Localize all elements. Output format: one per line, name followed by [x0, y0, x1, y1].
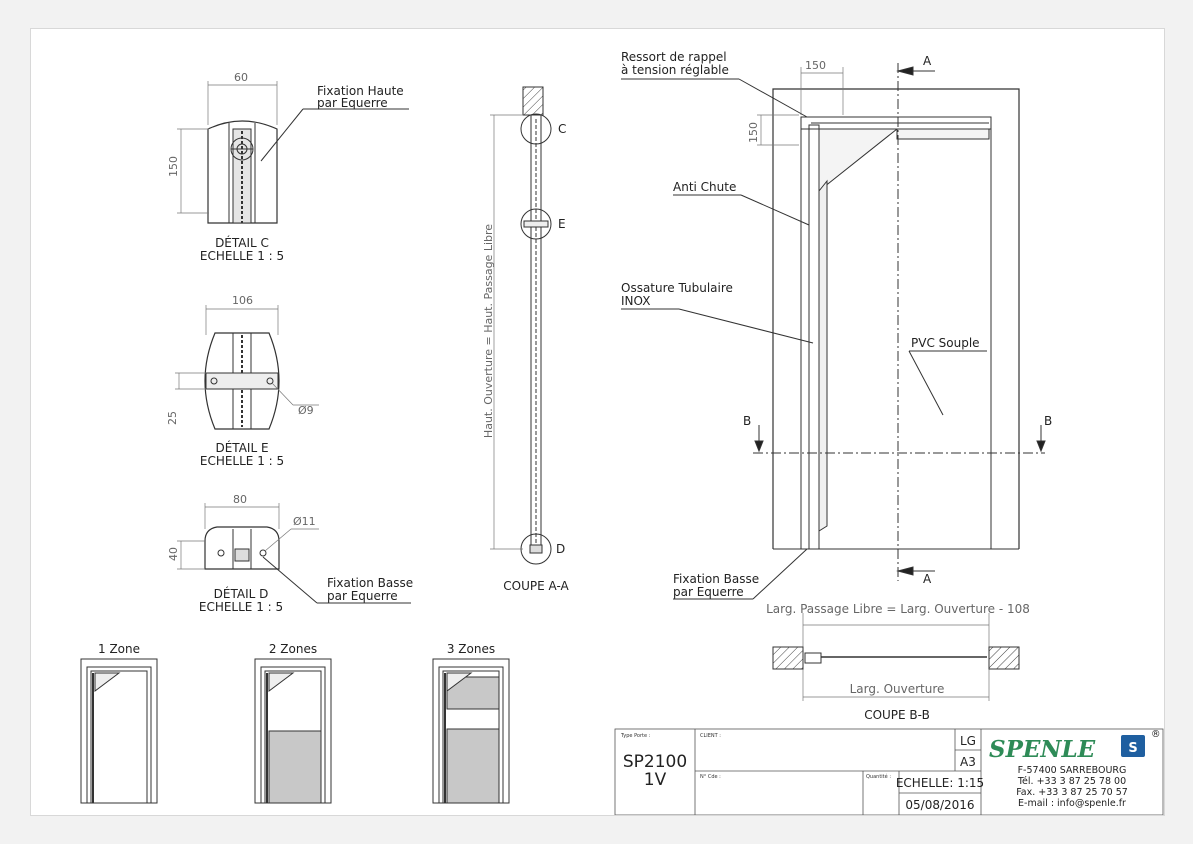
zone-variants — [80, 658, 510, 804]
title-block — [614, 728, 1164, 815]
type-label: Type Porte : — [620, 733, 651, 739]
product-type-line1: SP2100 — [623, 752, 687, 772]
order-label: N° Cde : — [700, 774, 721, 780]
section-mark-a-bottom: A — [923, 572, 932, 586]
zone-2-label: 2 Zones — [269, 642, 317, 656]
detail-d-callout-2: par Equerre — [327, 589, 398, 603]
passage-width-dim: Larg. Passage Libre = Larg. Ouverture - … — [766, 602, 1030, 616]
detail-e-width-dim: 106 — [232, 294, 253, 307]
zone-3-door — [432, 658, 510, 804]
detail-d-caption-2: ECHELLE 1 : 5 — [199, 600, 283, 614]
detail-e-caption-2: ECHELLE 1 : 5 — [200, 454, 284, 468]
bottom-fix-label-2: par Equerre — [673, 585, 744, 599]
zone-2-door — [254, 658, 332, 804]
detail-e-height-dim: 25 — [166, 411, 179, 425]
zone-1-label: 1 Zone — [98, 642, 140, 656]
pvc-label: PVC Souple — [911, 336, 980, 350]
drawing-sheet: 60 150 Fixation Haute par Equerre DÉTAIL… — [30, 28, 1165, 816]
company-logo-text: SPENLE — [989, 736, 1096, 763]
elevation-dim-vertical: 150 — [747, 122, 760, 143]
section-mark-b-right: B — [1044, 414, 1052, 428]
company-phone: Tél. +33 3 87 25 78 00 — [1017, 776, 1126, 787]
detail-d-height-dim: 40 — [167, 547, 180, 561]
registered-mark: ® — [1151, 729, 1161, 740]
company-fax: Fax. +33 3 87 25 70 57 — [1016, 787, 1128, 798]
detail-c-caption-2: ECHELLE 1 : 5 — [200, 249, 284, 263]
spring-label-2: à tension réglable — [621, 63, 729, 77]
zone-1-door — [80, 658, 158, 804]
section-bb-caption: COUPE B-B — [864, 708, 930, 722]
detail-e — [175, 305, 319, 430]
detail-d-hole-dim: Ø11 — [293, 515, 316, 528]
detail-d — [177, 503, 411, 604]
scale-value: ECHELLE: 1:15 — [896, 776, 984, 790]
section-mark-a-top: A — [923, 54, 932, 68]
detail-d-width-dim: 80 — [233, 493, 247, 506]
spenle-logo-icon: S — [1121, 735, 1145, 757]
section-aa-height-label: Haut. Ouverture = Haut. Passage Libre — [482, 224, 495, 438]
client-label: CLIENT : — [700, 733, 721, 739]
detail-c — [177, 81, 409, 224]
detail-c-callout-2: par Equerre — [317, 96, 388, 110]
detail-c-height-dim: 150 — [167, 156, 180, 177]
marker-d: D — [556, 542, 565, 556]
frame-label-2: INOX — [621, 294, 650, 308]
frame-label-1: Ossature Tubulaire — [621, 281, 733, 295]
anti-fall-label: Anti Chute — [673, 180, 736, 194]
company-address: F-57400 SARREBOURG — [1018, 765, 1127, 776]
marker-e: E — [558, 217, 566, 231]
quantity-label: Quantité : — [866, 773, 891, 780]
opening-width-dim: Larg. Ouverture — [850, 682, 945, 696]
technical-drawing: 60 150 Fixation Haute par Equerre DÉTAIL… — [80, 50, 1164, 815]
zone-3-label: 3 Zones — [447, 642, 495, 656]
detail-c-callout-1: Fixation Haute — [317, 84, 404, 98]
section-aa-caption: COUPE A-A — [503, 579, 569, 593]
elevation-dim-horizontal: 150 — [805, 59, 826, 72]
company-email: E-mail : info@spenle.fr — [1018, 798, 1126, 809]
date-value: 05/08/2016 — [905, 798, 974, 812]
section-aa — [490, 86, 552, 565]
bottom-fix-label-1: Fixation Basse — [673, 572, 759, 586]
door-elevation — [621, 63, 1046, 701]
detail-c-width-dim: 60 — [234, 71, 248, 84]
detail-d-callout-1: Fixation Basse — [327, 576, 413, 590]
detail-e-caption-1: DÉTAIL E — [215, 440, 268, 455]
lg-mark: LG — [960, 734, 976, 748]
spring-label-1: Ressort de rappel — [621, 50, 727, 64]
section-mark-b-left: B — [743, 414, 751, 428]
marker-c: C — [558, 122, 566, 136]
format-mark: A3 — [960, 755, 976, 769]
svg-text:S: S — [1128, 741, 1137, 756]
product-type-line2: 1V — [644, 770, 667, 790]
detail-c-caption-1: DÉTAIL C — [215, 235, 269, 250]
detail-e-hole-dim: Ø9 — [298, 404, 314, 417]
detail-d-caption-1: DÉTAIL D — [214, 586, 269, 601]
